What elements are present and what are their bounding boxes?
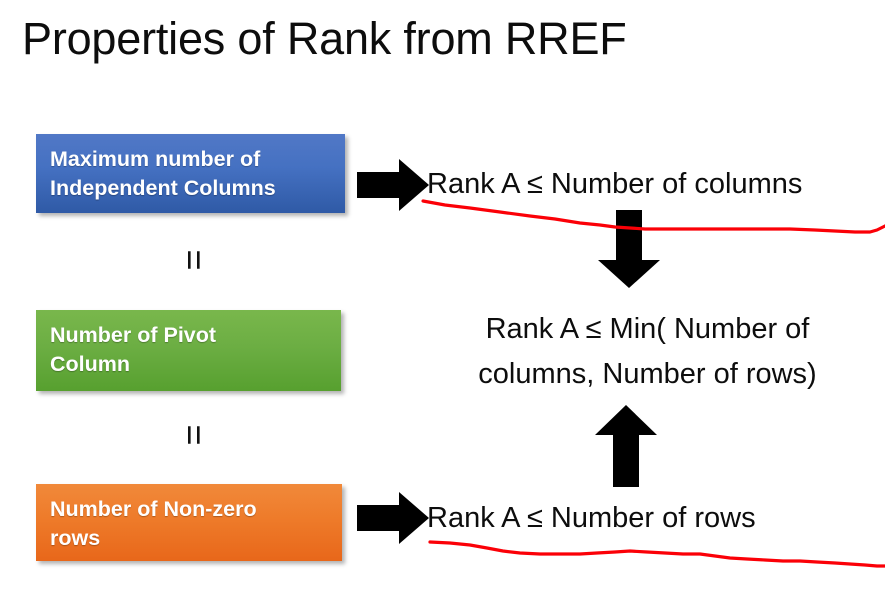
equals-symbol-top: = <box>174 249 215 271</box>
arrow-right-icon <box>357 159 429 211</box>
box-number-of-pivot-column[interactable]: Number of Pivot Column <box>36 310 341 391</box>
box-blue-line-1: Maximum number of <box>50 147 261 171</box>
arrow-right-shaft <box>357 505 399 531</box>
page-title: Properties of Rank from RREF <box>22 13 627 64</box>
box-number-of-non-zero-rows[interactable]: Number of Non-zero rows <box>36 484 342 561</box>
box-blue-line-2: Independent Columns <box>50 176 276 200</box>
red-underline-bottom-annotation <box>428 540 885 568</box>
arrow-up-head <box>595 405 657 435</box>
box-orange-line-2: rows <box>50 526 101 550</box>
arrow-down-head <box>598 260 660 288</box>
equation-top: Rank A ≤ Number of columns <box>427 168 803 200</box>
red-underline-bottom-stroke <box>428 540 885 568</box>
box-green-line-2: Column <box>50 352 131 376</box>
equation-bottom: Rank A ≤ Number of rows <box>427 502 756 534</box>
arrow-up-shaft <box>612 435 639 487</box>
arrow-right-icon <box>357 492 429 544</box>
arrow-up-icon <box>595 405 657 487</box>
arrow-down-shaft <box>615 210 642 260</box>
arrow-right-head <box>399 159 429 211</box>
arrow-right-shaft <box>357 172 399 198</box>
box-green-line-1: Number of Pivot <box>50 323 217 347</box>
box-orange-line-1: Number of Non-zero <box>50 497 257 521</box>
box-maximum-independent-columns[interactable]: Maximum number of Independent Columns <box>36 134 345 213</box>
equals-symbol-bottom: = <box>174 424 215 446</box>
arrow-down-icon <box>598 210 660 288</box>
arrow-right-head <box>399 492 429 544</box>
equation-middle: Rank A ≤ Min( Number of columns, Number … <box>478 313 817 390</box>
